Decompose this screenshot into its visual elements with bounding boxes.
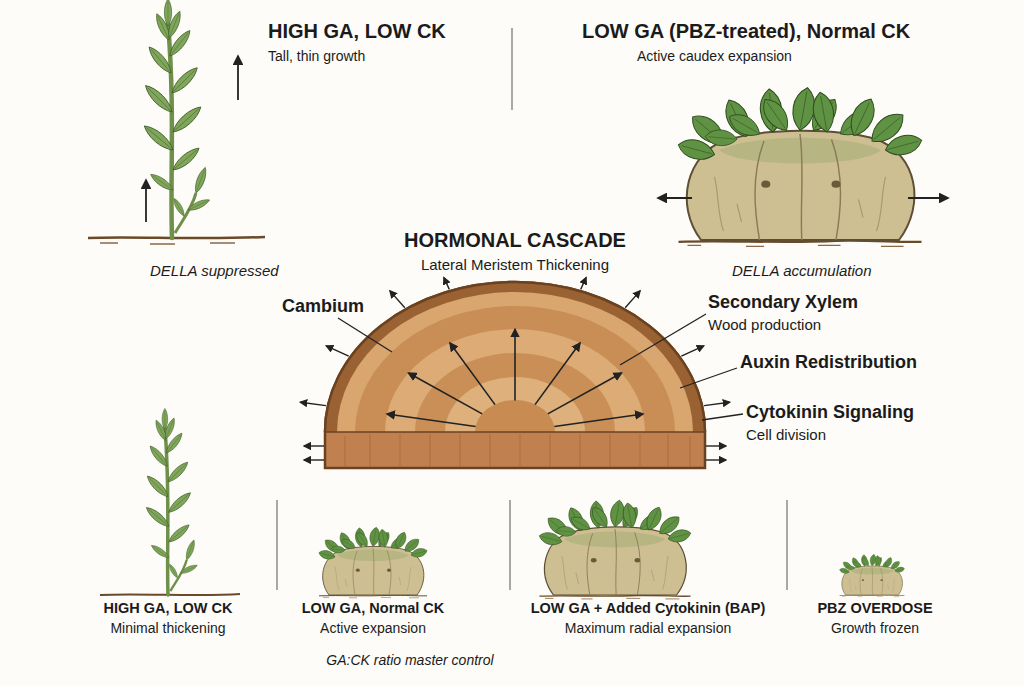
tall-plant-top xyxy=(141,0,211,238)
outward-arrow xyxy=(304,445,324,446)
leader-line xyxy=(680,368,737,388)
part-note: Cell division xyxy=(746,426,966,443)
condition-heading: LOW GA + Added Cytokinin (BAP) xyxy=(508,600,788,617)
outward-arrow xyxy=(300,278,729,461)
divider-line xyxy=(510,500,511,590)
caudex-top xyxy=(676,86,924,246)
condition-heading: LOW GA, Normal CK xyxy=(283,600,463,617)
part-note: Wood production xyxy=(708,316,928,333)
outward-arrow xyxy=(625,291,640,308)
outward-arrow xyxy=(581,278,586,290)
stem-cross-section xyxy=(325,282,705,432)
outward-arrow xyxy=(444,278,449,290)
panel-subtitle: Tall, thin growth xyxy=(268,48,488,64)
tall-plant-top xyxy=(88,237,265,238)
caudex-small xyxy=(318,526,428,597)
caudex-large xyxy=(538,499,692,599)
divider-line xyxy=(277,500,278,590)
condition-note: Maximum radial expansion xyxy=(508,620,788,636)
condition-note: Growth frozen xyxy=(790,620,960,636)
divider-line xyxy=(787,500,788,590)
radial-arrow xyxy=(409,373,483,414)
part-label: Auxin Redistribution xyxy=(740,352,1000,373)
part-label: Cytokinin Signaling xyxy=(746,402,1006,423)
stem-cross-section xyxy=(355,306,675,432)
outward-arrow xyxy=(300,402,326,405)
panel-heading: LOW GA (PBZ-treated), Normal CK xyxy=(582,20,1012,43)
radial-arrow xyxy=(548,373,622,414)
stem-cross-section xyxy=(475,400,555,432)
part-label: Cambium xyxy=(282,296,412,317)
condition-note: Active expansion xyxy=(283,620,463,636)
stem-cross-section xyxy=(325,282,705,468)
state-note: DELLA accumulation xyxy=(732,262,952,279)
stem-cross-section xyxy=(325,431,705,433)
tall-plant-bottom xyxy=(144,408,198,595)
tall-plant-top xyxy=(100,243,235,244)
state-note: DELLA suppressed xyxy=(150,262,310,279)
outward-arrow xyxy=(706,445,726,446)
radial-arrow xyxy=(514,329,516,400)
tall-plant-top xyxy=(88,0,265,244)
stem-cross-section xyxy=(345,434,690,466)
tall-plant-top xyxy=(145,180,147,222)
panel-subtitle: Active caudex expansion xyxy=(637,48,917,64)
caudex-large xyxy=(538,499,692,599)
part-label: Secondary Xylem xyxy=(708,292,948,313)
leader-line xyxy=(338,318,392,352)
caudex-tiny xyxy=(839,554,905,597)
condition-heading: PBZ OVERDOSE xyxy=(790,600,960,617)
caudex-tiny xyxy=(839,554,905,597)
leader-line xyxy=(338,314,743,420)
tall-plant-bottom xyxy=(100,408,240,595)
stem-cross-section xyxy=(325,282,705,432)
section-title: HORMONAL CASCADE xyxy=(350,229,680,252)
stem-cross-section xyxy=(325,282,705,468)
leader-line xyxy=(620,314,706,365)
caudex-top xyxy=(908,197,948,199)
radial-arrow xyxy=(387,414,476,427)
divider-line xyxy=(512,28,513,110)
caption-text: GA:CK ratio master control xyxy=(240,652,580,668)
outward-arrow xyxy=(681,346,704,356)
tall-plant-top xyxy=(237,56,239,100)
panel-heading: HIGH GA, LOW CK xyxy=(268,20,508,43)
stem-cross-section xyxy=(337,292,693,432)
caudex-small xyxy=(318,526,428,597)
condition-heading: HIGH GA, LOW CK xyxy=(58,600,278,617)
caudex-top xyxy=(658,197,692,199)
outward-arrow xyxy=(704,402,730,405)
outward-arrow xyxy=(326,346,349,356)
leader-line xyxy=(702,414,743,420)
condition-note: Minimal thickening xyxy=(58,620,278,636)
caudex-top xyxy=(658,86,948,246)
outward-arrow xyxy=(706,459,726,460)
radial-arrow xyxy=(450,343,495,405)
radial-arrow xyxy=(554,414,643,427)
outward-arrow xyxy=(390,291,405,308)
radial-arrow xyxy=(535,343,580,405)
stem-cross-section xyxy=(385,329,645,432)
tall-plant-bottom xyxy=(100,594,240,595)
outward-arrow xyxy=(304,459,324,460)
section-subtitle: Lateral Meristem Thickening xyxy=(380,256,650,273)
radial-arrow xyxy=(387,329,643,426)
